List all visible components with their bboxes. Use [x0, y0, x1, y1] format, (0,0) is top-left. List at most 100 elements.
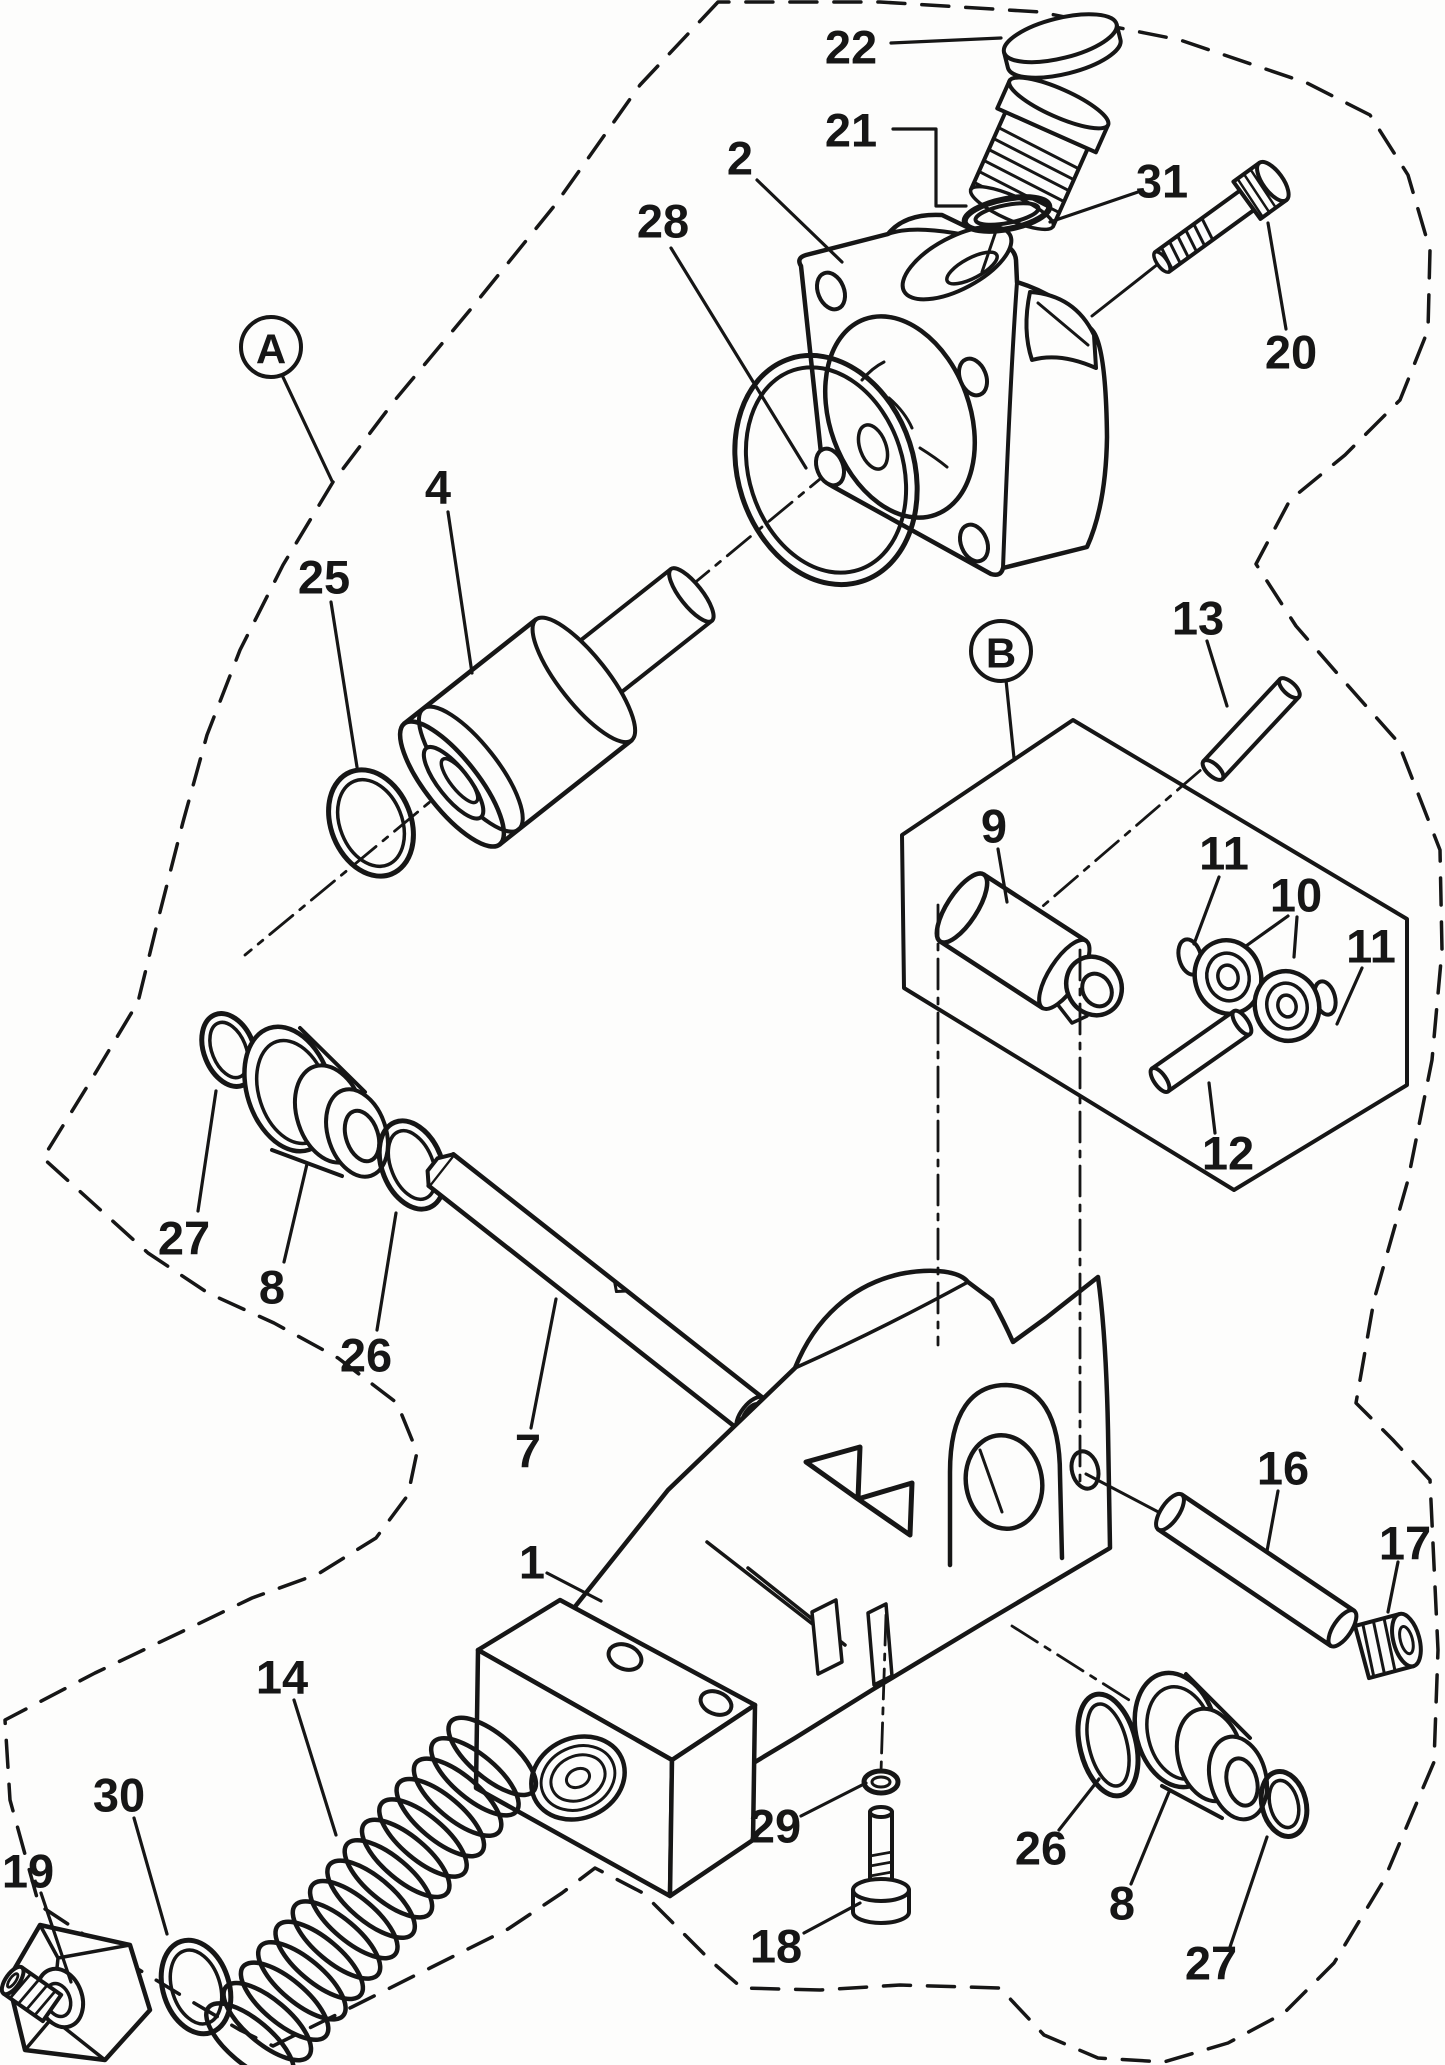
part-14-callout: 14	[256, 1651, 308, 1704]
part-12-callout: 12	[1202, 1127, 1254, 1180]
part-16-callout: 16	[1257, 1442, 1309, 1495]
part-30-leader	[132, 1816, 169, 1936]
part-21-callout: 21	[825, 104, 877, 157]
callout-layer: 1247889101111121314161718192021222526262…	[2, 21, 1431, 1990]
part-26-left-leader	[375, 1211, 398, 1332]
part-8-left-leader	[282, 1162, 309, 1264]
part-25-callout: 25	[298, 551, 350, 604]
part-12-leader	[1207, 1081, 1217, 1135]
part-25-o-ring	[326, 767, 416, 879]
part-19-fitting	[0, 1922, 153, 2063]
detail-b-letter: B	[986, 630, 1016, 677]
part-31-leader	[1048, 190, 1140, 224]
spring-coil	[394, 1776, 487, 1859]
detail-a-circle	[239, 315, 303, 379]
detail-b-box	[900, 718, 1409, 1192]
part-13-callout: 13	[1172, 592, 1224, 645]
part-25-leader	[329, 600, 359, 769]
part-26-right-callout: 26	[1015, 1822, 1067, 1875]
part-14-spring	[204, 1715, 539, 2065]
detail-b-leader	[1004, 678, 1016, 760]
part-8-gland-left	[242, 1024, 390, 1179]
spring-coil	[446, 1715, 539, 1798]
part-4-callout: 4	[425, 461, 451, 514]
part-10-leader	[1292, 915, 1299, 959]
spring-coil	[307, 1878, 400, 1961]
part-28-callout: 28	[637, 195, 689, 248]
part-27-right-leader	[1228, 1835, 1269, 1949]
assembly-boundary-outline	[3, 0, 1444, 2064]
part-28-o-ring	[732, 352, 920, 588]
part-27-right-callout: 27	[1185, 1937, 1237, 1990]
part-26-right-leader	[1057, 1777, 1101, 1832]
part-16-leader	[1265, 1489, 1280, 1553]
part-12-pin	[1148, 1008, 1254, 1094]
part-31-callout: 31	[1136, 155, 1188, 208]
spring-coil	[238, 1960, 331, 2043]
part-13-leader	[1205, 639, 1229, 708]
part-9-clevis-piston	[934, 871, 1125, 1025]
spring-coil	[411, 1756, 504, 1839]
part-22-callout: 22	[825, 21, 877, 74]
part-22-leader	[889, 36, 1003, 45]
spring-coil	[204, 2001, 296, 2065]
part-18-screw	[851, 1805, 911, 1925]
part-11-b-leader	[1335, 966, 1364, 1026]
part-27-o-ring-right	[1258, 1769, 1310, 1839]
part-20-screw	[1152, 159, 1291, 274]
part-18-callout: 18	[750, 1920, 802, 1973]
part-20-callout: 20	[1265, 326, 1317, 379]
detail-a-leader	[280, 373, 334, 483]
part-2-leader	[755, 178, 844, 264]
spring-coil	[255, 1939, 348, 2022]
part-7-spool	[425, 1152, 767, 1433]
part-30-callout: 30	[93, 1769, 145, 1822]
part-28-leader	[669, 246, 808, 470]
plug-insertion-line	[980, 226, 999, 274]
part-27-left-callout: 27	[158, 1212, 210, 1265]
part-18-leader	[802, 1901, 862, 1935]
spring-coil	[342, 1837, 435, 1920]
part-29-callout: 29	[749, 1800, 801, 1853]
part-10-leader	[1244, 914, 1290, 948]
part-29-o-ring	[861, 1768, 901, 1796]
part-2-end-cover	[797, 212, 1110, 577]
part-8-left-callout: 8	[259, 1261, 285, 1314]
part-1-callout: 1	[519, 1536, 545, 1589]
part-7-callout: 7	[515, 1425, 541, 1478]
part-11-a-callout: 11	[1199, 827, 1249, 880]
part-1-leader	[545, 1571, 603, 1603]
spring-coil	[290, 1899, 383, 1981]
part-9-leader	[996, 847, 1009, 904]
part-11-a-leader	[1192, 875, 1221, 946]
part-10-rollers	[1192, 938, 1322, 1044]
part-10-callout: 10	[1270, 869, 1322, 922]
part-20-leader	[1266, 221, 1288, 331]
part-16-pin	[1154, 1491, 1359, 1649]
screw-insertion-line	[1090, 262, 1160, 318]
part-7-leader	[529, 1297, 558, 1430]
part-29-leader	[799, 1781, 868, 1818]
part-22-cap	[1001, 12, 1123, 80]
spring-coil	[359, 1817, 452, 1900]
part-30-o-ring	[158, 1937, 234, 2037]
spring-coil	[273, 1919, 366, 2002]
part-26-left-callout: 26	[340, 1329, 392, 1382]
detail-a-letter: A	[256, 326, 286, 373]
spring-coil	[221, 1980, 314, 2063]
part-17-plug	[1353, 1611, 1423, 1681]
part-8-right-leader	[1129, 1790, 1171, 1886]
part-8-gland-right	[1132, 1670, 1270, 1822]
part-19-leader	[39, 1891, 73, 1984]
part-17-callout: 17	[1379, 1517, 1431, 1570]
part-2-callout: 2	[727, 132, 753, 185]
part-4-plunger	[397, 566, 716, 849]
part-4-leader	[446, 510, 474, 675]
detail-b-circle	[969, 619, 1033, 683]
part-9-callout: 9	[981, 800, 1007, 853]
part-19-callout: 19	[2, 1845, 54, 1898]
part-1-valve-body	[473, 1268, 1113, 1899]
part-27-left-leader	[196, 1089, 218, 1213]
part-31-seal-ring	[961, 194, 1053, 234]
